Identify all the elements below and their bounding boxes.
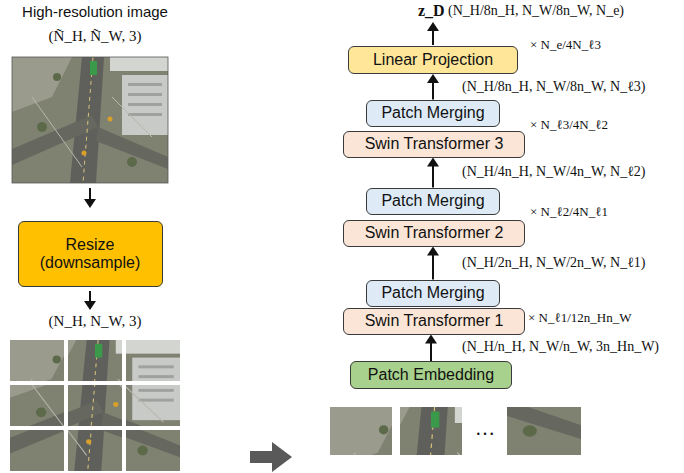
flow-arrow	[425, 335, 437, 362]
high-resolution-image	[12, 57, 168, 183]
box-label: Swin Transformer 1	[365, 312, 504, 330]
channel-multiplier: × N_ℓ3/4N_ℓ2	[530, 118, 608, 133]
box-label: Patch Merging	[381, 284, 484, 302]
shape-annotation: (N_H, N_W, 3)	[49, 313, 142, 330]
embedding-box: Patch Embedding	[350, 361, 512, 389]
patch-sequence	[330, 311, 581, 473]
box-label: Swin Transformer 2	[365, 224, 504, 242]
shape-annotation: (Ñ_H, Ñ_W, 3)	[49, 28, 142, 45]
output-arrow	[427, 22, 439, 45]
image-frame	[12, 57, 168, 183]
flow-arrow	[427, 74, 439, 100]
merging-box: Patch Merging	[366, 188, 500, 215]
flow-arrow	[427, 247, 439, 280]
shape-annotation: (N_H/4n_H, N_W/4n_W, N_ℓ2)	[462, 164, 646, 180]
transformer-box: Swin Transformer 2	[343, 220, 525, 247]
image-title: High-resolution image	[22, 3, 168, 20]
merging-box: Patch Merging	[366, 280, 500, 307]
shape-annotation: (N_H/8n_H, N_W/8n_W, N_e)	[448, 3, 624, 19]
channel-multiplier: × N_e/4N_ℓ3	[530, 38, 601, 53]
shape-annotation: (N_H/n_H, N_W/n_W, 3n_Hn_W)	[462, 339, 659, 355]
flow-arrow	[427, 158, 439, 188]
channel-multiplier: × N_ℓ1/12n_Hn_W	[528, 311, 631, 326]
box-label: Patch Merging	[381, 192, 484, 210]
box-label: Swin Transformer 3	[365, 135, 504, 153]
transformer-box: Swin Transformer 1	[343, 308, 525, 335]
ellipsis: …	[475, 417, 495, 440]
transformer-box: Swin Transformer 3	[343, 131, 525, 158]
box-label: Resize (downsample)	[27, 236, 154, 273]
channel-multiplier: × N_ℓ2/4N_ℓ1	[530, 205, 608, 220]
output-symbol: z_D	[418, 2, 445, 20]
process-box: Resize (downsample)	[18, 221, 163, 287]
shape-annotation: (N_H/8n_H, N_W/8n_W, N_ℓ3)	[462, 79, 646, 95]
box-label: Linear Projection	[373, 51, 493, 69]
flow-arrow	[250, 442, 292, 472]
projection-box: Linear Projection	[348, 46, 518, 74]
shape-annotation: (N_H/2n_H, N_W/2n_W, N_ℓ1)	[462, 255, 646, 271]
merging-box: Patch Merging	[366, 100, 500, 127]
box-label: Patch Embedding	[368, 366, 494, 384]
box-label: Patch Merging	[381, 104, 484, 122]
patch-grid	[10, 340, 180, 471]
